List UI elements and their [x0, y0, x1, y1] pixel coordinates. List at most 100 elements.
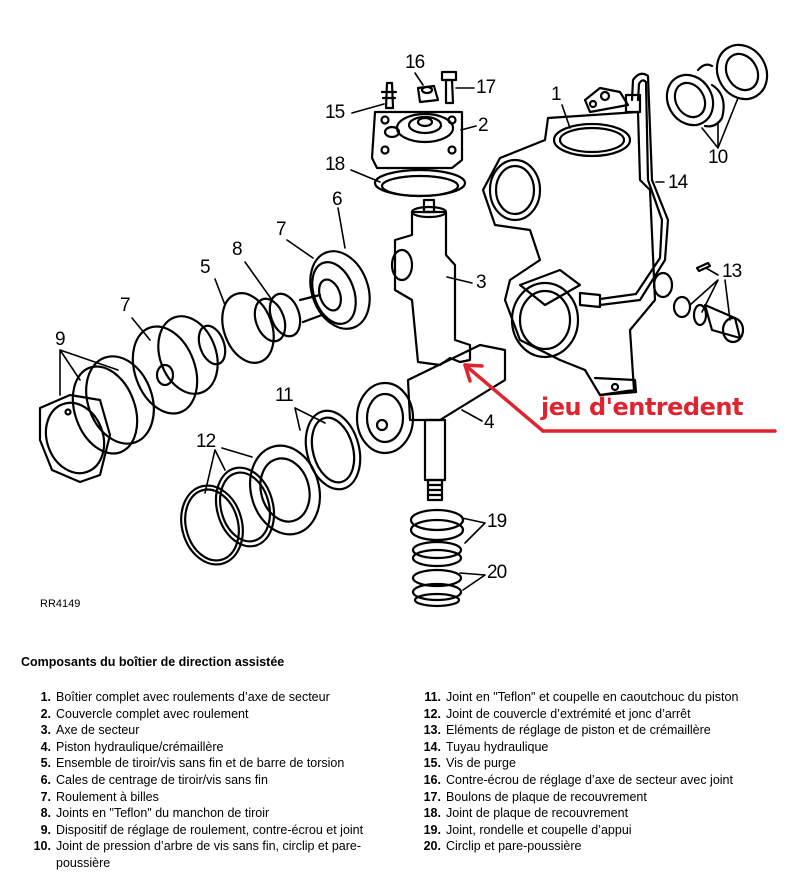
legend-item-number: 4.	[40, 739, 51, 754]
legend-title: Composants du boîtier de direction assis…	[21, 655, 285, 669]
callout-3: 3	[476, 272, 487, 293]
bearing-adjuster-part-9	[38, 355, 155, 484]
hydraulic-pipe-part-14	[578, 72, 670, 309]
legend-item-number: 18.	[423, 806, 441, 821]
legend-item: 8. Joints en "Teflon" du manchon de tiroi…	[24, 805, 404, 822]
callout-8: 8	[232, 239, 243, 260]
legend-item-text: Joint de plaque de recouvrement	[446, 806, 629, 821]
legend-item: 17. Boulons de plaque de recouvrement	[414, 789, 793, 806]
legend-item-text: Roulement à billes	[56, 789, 159, 804]
gasket-part-18	[373, 168, 467, 198]
legend-item-text: Joint en "Teflon" et coupelle en caoutch…	[446, 690, 739, 704]
legend-item-text: Joint, rondelle et coupelle d’appui	[446, 822, 632, 837]
legend-item: 19. Joint, rondelle et coupelle d’appui	[414, 822, 793, 839]
legend-item-text: Circlip et pare-poussière	[446, 839, 582, 854]
legend-item: 10. Joint de pression d’arbre de vis sans…	[24, 838, 404, 871]
callout-7-lower: 7	[120, 295, 131, 316]
legend-item-number: 20.	[423, 839, 441, 854]
rack-piston-part-4	[355, 343, 507, 502]
legend-item-number: 1.	[40, 690, 51, 704]
legend-item-number: 10.	[33, 839, 51, 854]
callout-15: 15	[325, 102, 345, 123]
legend-item-text: Vis de purge	[446, 756, 516, 771]
legend-item-text: Boulons de plaque de recouvrement	[446, 789, 647, 804]
legend-item-number: 12.	[423, 706, 441, 721]
callout-9: 9	[55, 329, 66, 350]
drawing-reference-code: RR4149	[40, 598, 81, 610]
legend-item: 4. Piston hydraulique/crémaillère	[24, 739, 404, 756]
worm-shaft-assembly-parts-5-8	[131, 250, 371, 415]
callout-12: 12	[196, 431, 216, 452]
legend-item-number: 9.	[40, 822, 51, 837]
legend-item-text: Couvercle complet avec roulement	[56, 706, 249, 721]
legend-item: 1. Boîtier complet avec roulements d’axe …	[24, 689, 404, 706]
legend-item-text: Joint de couvercle d’extrémité et jonc d…	[446, 706, 691, 721]
legend-item-text: Joints en "Teflon" du manchon de tiroir	[56, 806, 270, 821]
fasteners-parts-15-16-17	[380, 70, 458, 110]
legend-item-text: Contre-écrou de réglage d’axe de secteur…	[446, 772, 733, 787]
adjuster-part-13	[672, 261, 745, 344]
legend-item-text: Piston hydraulique/crémaillère	[56, 739, 224, 754]
rings-parts-11-12	[180, 409, 362, 566]
legend-item-text: Ensemble de tiroir/vis sans fin et de ba…	[56, 756, 345, 771]
legend-item-number: 19.	[423, 822, 441, 837]
legend-item: 6. Cales de centrage de tiroir/vis sans f…	[24, 772, 404, 789]
legend-item: 16. Contre-écrou de réglage d’axe de sect…	[414, 772, 793, 789]
legend-item-number: 15.	[423, 756, 441, 771]
legend-item-text: Cales de centrage de tiroir/vis sans fin	[56, 772, 268, 787]
legend-item: 18. Joint de plaque de recouvrement	[414, 805, 793, 822]
callout-6: 6	[332, 189, 343, 210]
callout-14: 14	[668, 172, 688, 193]
legend-item-text: Tuyau hydraulique	[446, 739, 549, 754]
legend-column-left: 1. Boîtier complet avec roulements d’axe …	[24, 689, 404, 872]
callout-13: 13	[722, 261, 742, 282]
legend-item: 14. Tuyau hydraulique	[414, 739, 793, 756]
callout-4: 4	[484, 412, 495, 433]
legend-item: 2. Couvercle complet avec roulement	[24, 706, 404, 723]
legend-item-number: 14.	[423, 739, 441, 754]
diagram-line-art	[38, 43, 777, 608]
housing-part-1	[481, 86, 674, 397]
legend-item-number: 11.	[424, 690, 441, 704]
legend-item-text: Axe de secteur	[56, 723, 140, 738]
backlash-annotation-label: jeu d'entredent	[541, 393, 743, 421]
legend-item-number: 2.	[40, 706, 51, 721]
callout-10: 10	[708, 147, 728, 168]
callout-18: 18	[325, 154, 345, 175]
legend-column-right: 11. Joint en "Teflon" et coupelle en caou…	[414, 689, 793, 855]
legend-item-number: 16.	[423, 772, 441, 787]
sector-shaft-part-3	[390, 198, 472, 367]
legend-item: 15. Vis de purge	[414, 755, 793, 772]
callout-19: 19	[487, 511, 507, 532]
seals-part-10	[665, 43, 769, 128]
legend-item-number: 7.	[40, 789, 51, 804]
legend-item: 5. Ensemble de tiroir/vis sans fin et de …	[24, 755, 404, 772]
callout-20: 20	[487, 562, 507, 583]
legend-item-number: 13.	[423, 723, 441, 738]
legend-item-text: Eléments de réglage de piston et de crém…	[446, 723, 711, 738]
legend-item: 9. Dispositif de réglage de roulement, co…	[24, 822, 404, 839]
callout-5: 5	[200, 257, 211, 278]
legend-item-number: 3.	[40, 723, 51, 738]
legend-item: 3. Axe de secteur	[24, 722, 404, 739]
legend-item-text: Dispositif de réglage de roulement, cont…	[56, 822, 364, 837]
callout-11: 11	[275, 385, 294, 406]
legend-item: 12. Joint de couvercle d’extrémité et jon…	[414, 706, 793, 723]
callout-7-upper: 7	[276, 219, 287, 240]
callout-16: 16	[405, 52, 425, 73]
callout-leader-lines	[59, 72, 739, 591]
cover-plate-part-2	[370, 110, 464, 170]
legend-item-number: 6.	[40, 772, 51, 787]
legend-item-text: Boîtier complet avec roulements d’axe de…	[56, 690, 330, 704]
legend-item-text: Joint de pression d’arbre de vis sans fi…	[56, 839, 362, 870]
legend-item-number: 8.	[40, 806, 51, 821]
callout-2: 2	[478, 115, 489, 136]
callout-1: 1	[551, 84, 562, 105]
seals-parts-19-20	[409, 508, 465, 608]
legend-item: 7. Roulement à billes	[24, 789, 404, 806]
legend-item-number: 5.	[40, 756, 51, 771]
backlash-annotation-arrow	[463, 363, 777, 433]
callout-17: 17	[476, 77, 496, 98]
legend-item: 20. Circlip et pare-poussière	[414, 838, 793, 855]
legend-item-number: 17.	[423, 789, 441, 804]
